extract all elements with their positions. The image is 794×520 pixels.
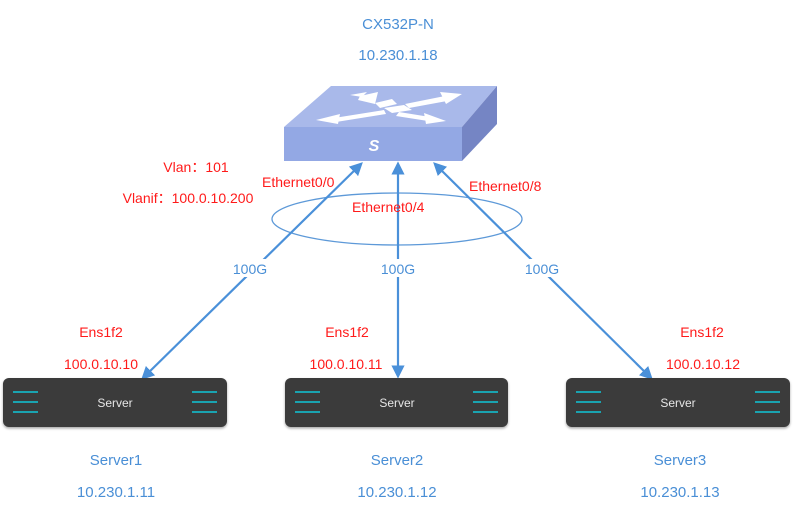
server-device-label: Server	[379, 396, 414, 410]
switch-cross-arrows-icon	[316, 92, 462, 124]
server-3[interactable]: Server	[566, 378, 790, 427]
server-icon	[3, 378, 227, 427]
link-speed-labels: 100G 100G 100G	[232, 259, 560, 277]
switch-front-face	[284, 127, 462, 161]
server-vent-left-icon	[13, 391, 38, 413]
server-vent-left-icon	[295, 391, 320, 413]
server-mgmt-ip-label: 10.230.1.11	[77, 484, 155, 501]
server-1[interactable]: Server	[3, 378, 227, 427]
server-iface-ip-label: 100.0.10.12	[666, 356, 740, 372]
server-iface-label: Ens1f2	[325, 324, 369, 340]
switch-logo-glyph: S	[369, 138, 380, 155]
switch-port-label: Ethernet0/8	[469, 178, 542, 194]
link-speed-label: 100G	[233, 261, 267, 277]
link-speed-label: 100G	[525, 261, 559, 277]
server-icon	[566, 378, 790, 427]
server-vent-right-icon	[192, 391, 217, 413]
server-iface-label: Ens1f2	[680, 324, 724, 340]
server-vent-right-icon	[755, 391, 780, 413]
server-device-label: Server	[660, 396, 695, 410]
server-name-label: Server3	[654, 452, 707, 469]
switch-top-face	[284, 86, 497, 127]
switch-side-face	[462, 86, 497, 161]
server-icon	[285, 378, 508, 427]
link-speed-label: 100G	[381, 261, 415, 277]
server-mgmt-ip-label: 10.230.1.13	[640, 484, 719, 501]
server-iface-ip-label: 100.0.10.11	[310, 356, 383, 372]
server-iface-label: Ens1f2	[79, 324, 123, 340]
vlan-id-label: Vlan：101	[163, 159, 229, 175]
server-vent-right-icon	[473, 391, 498, 413]
server-iface-ip-label: 100.0.10.10	[64, 356, 138, 372]
switch-ip-label: 10.230.1.18	[358, 47, 437, 64]
server-vent-left-icon	[576, 391, 601, 413]
server-2[interactable]: Server	[285, 378, 508, 427]
server-name-label: Server2	[371, 452, 424, 469]
switch-port-label: Ethernet0/4	[352, 199, 425, 215]
server-mgmt-ip-label: 10.230.1.12	[357, 484, 436, 501]
network-switch-icon[interactable]: S	[284, 86, 497, 161]
switch-name-label: CX532P-N	[362, 16, 434, 33]
server-device-label: Server	[97, 396, 132, 410]
vlanif-ip-label: Vlanif：100.0.10.200	[123, 190, 254, 206]
switch-port-label: Ethernet0/0	[262, 174, 335, 190]
server-name-label: Server1	[90, 452, 143, 469]
